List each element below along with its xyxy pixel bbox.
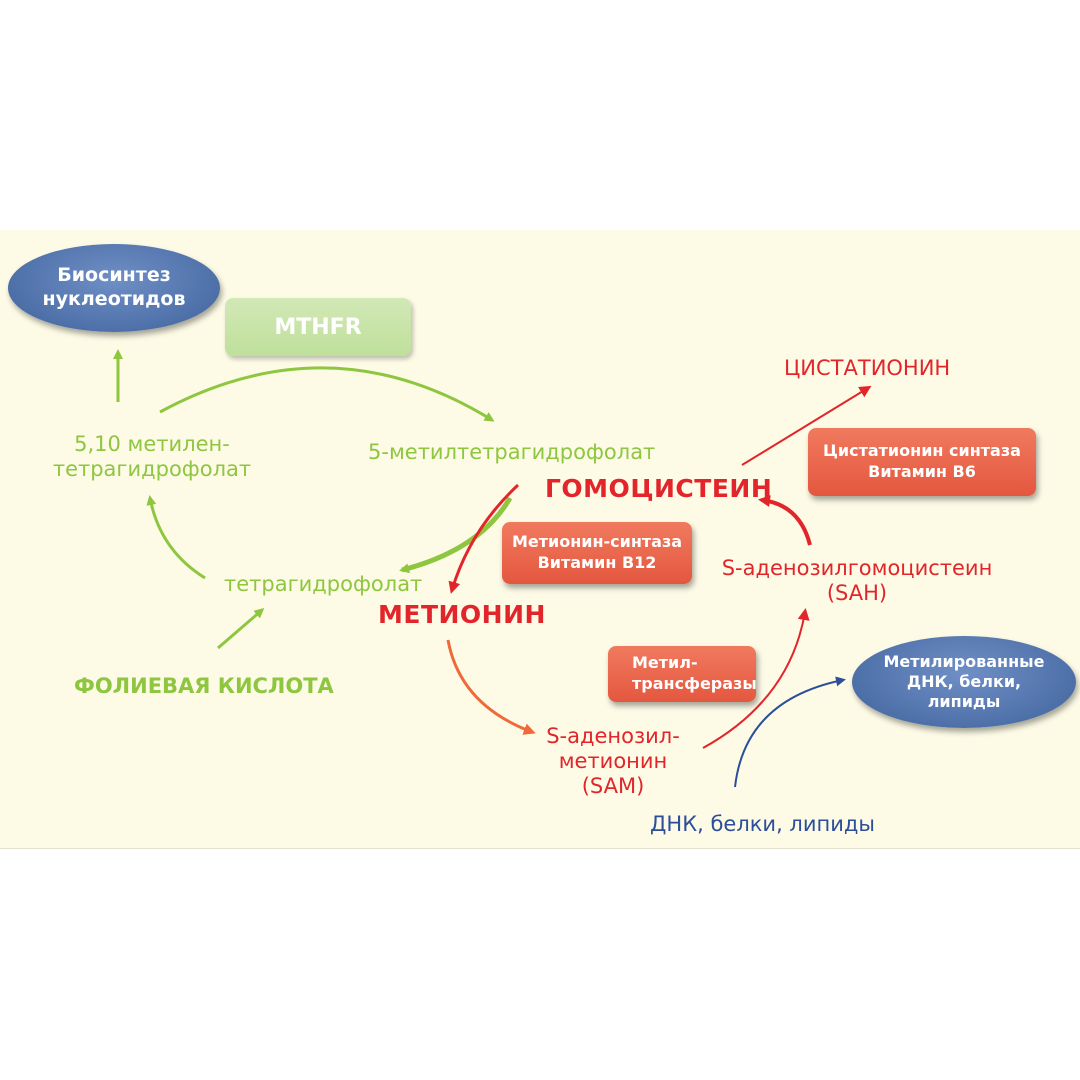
cystathionine-synthase-box: Цистатионин синтаза Витамин В6 [808,428,1036,496]
folic-acid-label: ФОЛИЕВАЯ КИСЛОТА [74,674,334,698]
methylated-node: Метилированные ДНК, белки, липиды [852,636,1076,728]
methionine-synthase-label: Метионин-синтаза Витамин В12 [511,532,683,572]
dna-label: ДНК, белки, липиды [650,812,875,836]
mthfr-box: MTHFR [225,298,411,356]
methyltransferases-label: Метил-трансферазы [632,653,757,693]
cystathionine-label: ЦИСТАТИОНИН [784,356,951,380]
cystathionine-synthase-label: Цистатионин синтаза Витамин В6 [823,441,1021,481]
mthfr-label: MTHFR [274,314,362,340]
methionine-label: МЕТИОНИН [378,600,546,629]
sam-label: S-аденозил-метионин (SAM) [546,724,680,799]
methyl-thf-label: 5-метилтетрагидрофолат [368,440,656,464]
sah-label: S-аденозилгомоцистеин (SAH) [721,556,993,606]
biosynthesis-label: Биосинтез нуклеотидов [42,264,186,310]
methionine-synthase-box: Метионин-синтаза Витамин В12 [502,522,692,584]
methylene-thf-label: 5,10 метилен-тетрагидрофолат [52,432,252,482]
methylated-label: Метилированные ДНК, белки, липиды [883,652,1045,711]
methyltransferases-box: Метил-трансферазы [608,646,757,702]
biosynthesis-node: Биосинтез нуклеотидов [8,244,220,332]
homocysteine-label: ГОМОЦИСТЕИН [545,474,773,503]
thf-label: тетрагидрофолат [224,572,423,596]
